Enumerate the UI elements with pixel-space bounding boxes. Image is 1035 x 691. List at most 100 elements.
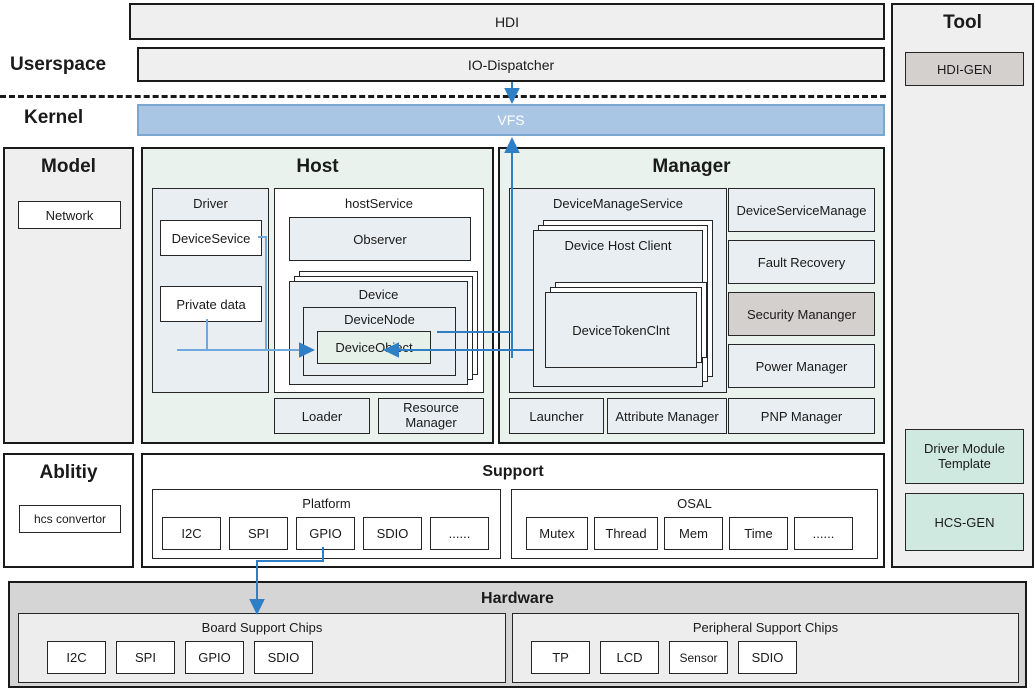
device-host-client-card: Device Host Client DeviceTokenClnt bbox=[533, 230, 707, 387]
manager-bottom-pnp-manager[interactable]: PNP Manager bbox=[728, 398, 875, 434]
tool-section: Tool HDI-GEN Driver Module Template HCS-… bbox=[891, 3, 1034, 568]
support-osal-item-time[interactable]: Time bbox=[729, 517, 788, 550]
host-service-box: hostService Observer Device DeviceNode D… bbox=[274, 188, 484, 393]
observer-label: Observer bbox=[353, 231, 407, 247]
platform-item-label: SDIO bbox=[376, 526, 409, 541]
hardware-peripheral-item-lcd[interactable]: LCD bbox=[600, 641, 659, 674]
tool-item-hcs-gen[interactable]: HCS-GEN bbox=[905, 493, 1024, 551]
host-driver-item-label: Private data bbox=[176, 296, 246, 312]
device-token-clnt-card[interactable]: DeviceTokenClnt bbox=[545, 292, 697, 368]
device-node-box: DeviceNode DeviceObject bbox=[303, 307, 456, 376]
model-item-network[interactable]: Network bbox=[18, 201, 121, 229]
host-bottom-label: Loader bbox=[301, 408, 343, 424]
userspace-layer-label: Userspace bbox=[10, 54, 107, 75]
manager-right-item-deviceservicemanage[interactable]: DeviceServiceManage bbox=[728, 188, 875, 232]
support-platform-item-i2c[interactable]: I2C bbox=[162, 517, 221, 550]
support-osal-item-mem[interactable]: Mem bbox=[664, 517, 723, 550]
hardware-board-title: Board Support Chips bbox=[201, 620, 323, 635]
peripheral-item-label: SDIO bbox=[751, 650, 784, 665]
platform-item-label: SPI bbox=[248, 526, 269, 541]
host-bottom-loader[interactable]: Loader bbox=[274, 398, 370, 434]
host-driver-title: Driver bbox=[193, 196, 228, 211]
ability-item-hcs-convertor[interactable]: hcs convertor bbox=[19, 505, 121, 533]
tool-item-label: Driver Module Template bbox=[924, 440, 1005, 471]
tool-item-driver-module-template[interactable]: Driver Module Template bbox=[905, 429, 1024, 484]
host-driver-item-devicesevice[interactable]: DeviceSevice bbox=[160, 220, 262, 256]
support-osal-item-mutex[interactable]: Mutex bbox=[526, 517, 588, 550]
manager-right-item-label: Fault Recovery bbox=[757, 254, 846, 270]
manager-bottom-launcher[interactable]: Launcher bbox=[509, 398, 604, 434]
manager-right-item-label: Security Mananger bbox=[746, 306, 857, 322]
osal-item-label: Time bbox=[744, 526, 773, 541]
support-osal-box: OSAL Mutex Thread Mem Time ...... bbox=[511, 489, 878, 559]
vfs-bar: VFS bbox=[137, 104, 885, 136]
hardware-board-item-sdio[interactable]: SDIO bbox=[254, 641, 313, 674]
manager-title: Manager bbox=[652, 156, 731, 177]
model-item-label: Network bbox=[45, 207, 94, 223]
support-platform-title: Platform bbox=[302, 496, 351, 511]
host-section: Host Driver DeviceSevice Private data ho… bbox=[141, 147, 494, 444]
manager-right-item-label: DeviceServiceManage bbox=[736, 202, 867, 218]
peripheral-item-label: LCD bbox=[616, 650, 643, 665]
hardware-section: Hardware Board Support Chips I2C SPI GPI… bbox=[8, 581, 1027, 688]
hardware-title: Hardware bbox=[481, 590, 554, 607]
model-title: Model bbox=[41, 156, 96, 177]
host-service-title: hostService bbox=[345, 196, 413, 211]
device-object-label: DeviceObject bbox=[335, 340, 413, 355]
host-service-observer[interactable]: Observer bbox=[289, 217, 471, 261]
manager-right-item-security-mananger[interactable]: Security Mananger bbox=[728, 292, 875, 336]
support-osal-title: OSAL bbox=[677, 496, 712, 511]
kernel-layer-label: Kernel bbox=[24, 107, 84, 128]
model-section: Model Network bbox=[3, 147, 134, 444]
support-platform-item-sdio[interactable]: SDIO bbox=[363, 517, 422, 550]
device-object-box[interactable]: DeviceObject bbox=[317, 331, 431, 364]
osal-item-label: ...... bbox=[812, 526, 835, 541]
host-driver-item-private-data[interactable]: Private data bbox=[160, 286, 262, 322]
manager-right-item-fault-recovery[interactable]: Fault Recovery bbox=[728, 240, 875, 284]
io-dispatcher-label: IO-Dispatcher bbox=[467, 56, 555, 73]
hardware-board-item-i2c[interactable]: I2C bbox=[47, 641, 106, 674]
support-title: Support bbox=[482, 463, 544, 480]
device-manage-service-title: DeviceManageService bbox=[552, 196, 684, 211]
hardware-peripheral-item-tp[interactable]: TP bbox=[531, 641, 590, 674]
board-item-label: I2C bbox=[66, 650, 87, 665]
hardware-peripheral-item-sensor[interactable]: Sensor bbox=[669, 641, 728, 674]
host-driver-box: Driver DeviceSevice Private data bbox=[152, 188, 269, 393]
host-driver-item-label: DeviceSevice bbox=[171, 230, 251, 246]
support-platform-item-more[interactable]: ...... bbox=[430, 517, 489, 550]
support-section: Support Platform I2C SPI GPIO SDIO .....… bbox=[141, 453, 885, 568]
hdi-bar: HDI bbox=[129, 3, 885, 40]
platform-item-label: I2C bbox=[181, 526, 202, 541]
manager-right-item-label: Power Manager bbox=[755, 358, 848, 374]
board-item-label: GPIO bbox=[198, 650, 231, 665]
hardware-board-item-gpio[interactable]: GPIO bbox=[185, 641, 244, 674]
host-bottom-resource-manager[interactable]: Resource Manager bbox=[378, 398, 484, 434]
vfs-label: VFS bbox=[497, 112, 525, 128]
host-title: Host bbox=[296, 156, 339, 177]
support-platform-item-spi[interactable]: SPI bbox=[229, 517, 288, 550]
manager-bottom-label: PNP Manager bbox=[760, 408, 843, 424]
device-token-clnt-label: DeviceTokenClnt bbox=[572, 322, 670, 338]
ability-title: Ablitiy bbox=[39, 462, 98, 483]
support-platform-item-gpio[interactable]: GPIO bbox=[296, 517, 355, 550]
osal-item-label: Thread bbox=[605, 526, 647, 541]
hardware-peripheral-title: Peripheral Support Chips bbox=[692, 620, 839, 635]
tool-item-hdi-gen[interactable]: HDI-GEN bbox=[905, 52, 1024, 86]
hardware-peripheral-item-sdio[interactable]: SDIO bbox=[738, 641, 797, 674]
ability-item-label: hcs convertor bbox=[33, 512, 107, 526]
device-title: Device bbox=[358, 287, 399, 302]
support-osal-item-thread[interactable]: Thread bbox=[594, 517, 658, 550]
hdi-label: HDI bbox=[494, 13, 520, 30]
ability-section: Ablitiy hcs convertor bbox=[3, 453, 134, 568]
device-host-client-title: Device Host Client bbox=[564, 238, 672, 253]
platform-item-label: GPIO bbox=[309, 526, 342, 541]
manager-right-item-power-manager[interactable]: Power Manager bbox=[728, 344, 875, 388]
tool-item-label: HDI-GEN bbox=[937, 61, 992, 77]
tool-item-label: HCS-GEN bbox=[934, 514, 995, 530]
board-item-label: SDIO bbox=[267, 650, 300, 665]
hardware-board-item-spi[interactable]: SPI bbox=[116, 641, 175, 674]
manager-bottom-label: Attribute Manager bbox=[615, 408, 719, 424]
manager-bottom-attribute-manager[interactable]: Attribute Manager bbox=[607, 398, 727, 434]
support-osal-item-more[interactable]: ...... bbox=[794, 517, 853, 550]
